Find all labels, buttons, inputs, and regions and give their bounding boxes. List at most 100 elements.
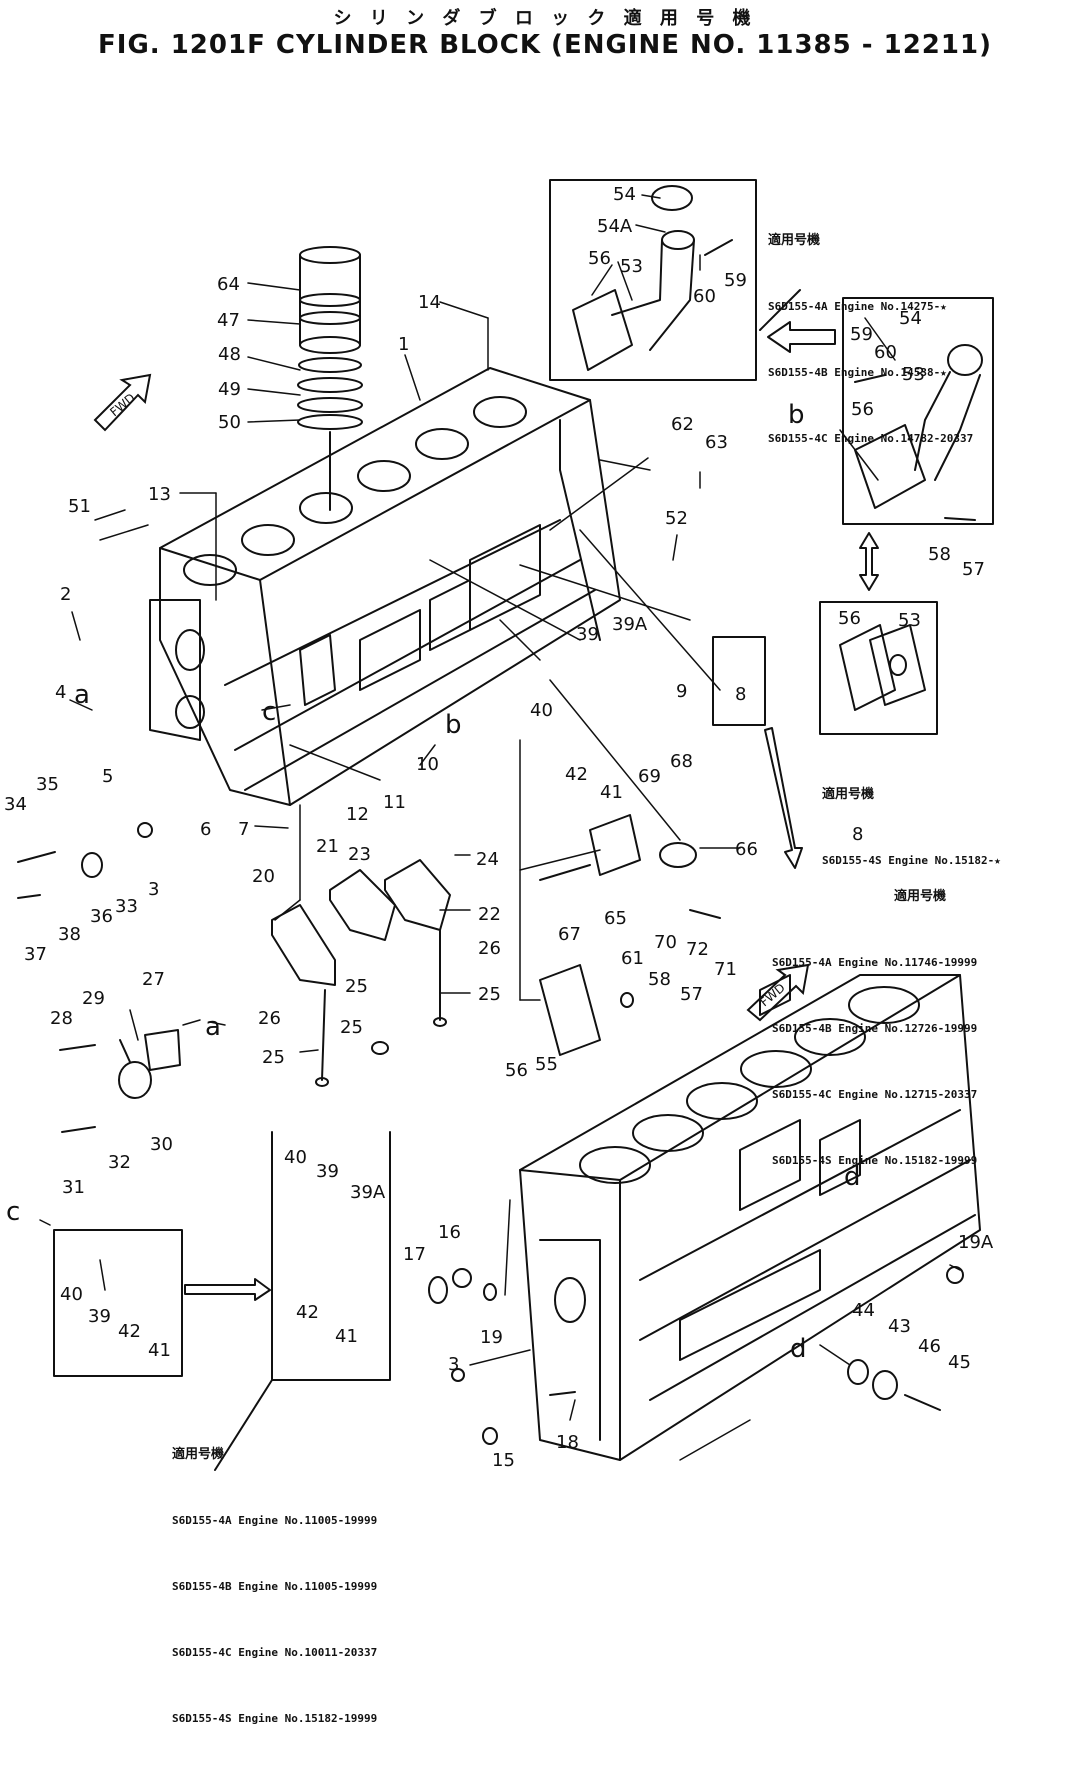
callout-label-44: 44 (852, 1300, 875, 1321)
note-heading: 適用号機 (822, 787, 875, 802)
inset-box-8 (712, 636, 766, 726)
front-cover-parts (17, 822, 181, 1133)
callout-label-21: 21 (316, 836, 339, 857)
callout-label-46: 46 (918, 1336, 941, 1357)
exploded-view-drawing: FWD FWD 12334567889101112131415161718191… (4, 179, 994, 1471)
callout-label-3b: 3 (448, 1354, 459, 1375)
callout-label-27: 27 (142, 969, 165, 990)
callout-label-5: 5 (102, 766, 113, 787)
main-bearing-caps (271, 859, 451, 1087)
callout-label-71: 71 (714, 959, 737, 980)
callout-label-67: 67 (558, 924, 581, 945)
callout-label-60b: 60 (874, 342, 897, 363)
callout-label-50: 50 (218, 412, 241, 433)
lower-bolts (428, 1266, 964, 1445)
callout-label-49: 49 (218, 379, 241, 400)
callout-label-56a: 56 (588, 248, 611, 269)
callout-label-26b: 26 (258, 1008, 281, 1029)
inset-box-top (549, 179, 757, 381)
callout-label-57a: 57 (962, 559, 985, 580)
fwd-label-upper: FWD (107, 391, 137, 420)
callout-label-6: 6 (200, 819, 211, 840)
leader-lines (39, 194, 961, 1461)
applicability-note-top: 適用号機 S6D155-4A Engine No.14275-★ S6D155-… (768, 186, 973, 494)
callout-label-58b: 58 (648, 969, 671, 990)
callout-label-48: 48 (218, 344, 241, 365)
callout-label-42b: 42 (296, 1302, 319, 1323)
callout-label-42: 42 (565, 764, 588, 785)
callout-label-51: 51 (68, 496, 91, 517)
callout-label-9: 9 (676, 681, 687, 702)
callout-label-43: 43 (888, 1316, 911, 1337)
callout-label-53a: 53 (620, 256, 643, 277)
note-line: S6D155-4C Engine No.12715-20337 (772, 1088, 978, 1101)
callout-label-40c: 40 (60, 1284, 83, 1305)
callout-label-25c: 25 (340, 1017, 363, 1038)
callout-label-65: 65 (604, 908, 627, 929)
callout-label-19: 19 (480, 1327, 503, 1348)
note-line: S6D155-4S Engine No.15182-19999 (772, 1154, 978, 1167)
callout-label-24: 24 (476, 849, 499, 870)
callout-label-47: 47 (217, 310, 240, 331)
inset-box-right (842, 297, 994, 525)
parts-diagram-page: シ リ ン ダ ブ ロ ッ ク 適 用 号 機 FIG. 1201F CYLIN… (4, 8, 1001, 1725)
inset-box-lower-right (819, 601, 938, 735)
view-reference-a: a (205, 1012, 221, 1042)
inset-box-c (53, 1229, 183, 1377)
oil-cooler-cover (539, 814, 721, 1056)
callout-label-41c: 41 (148, 1340, 171, 1361)
callout-label-56b: 56 (851, 399, 874, 420)
note-line: S6D155-4C Engine No.10011-20337 (172, 1646, 378, 1659)
callout-label-25d: 25 (345, 976, 368, 997)
callout-label-42c: 42 (118, 1321, 141, 1342)
note-line: S6D155-4S Engine No.15182-19999 (172, 1712, 378, 1725)
callout-label-53b: 53 (902, 364, 925, 385)
callout-label-13: 13 (148, 484, 171, 505)
callout-label-41b: 41 (335, 1326, 358, 1347)
note-heading: 適用号機 (894, 889, 947, 904)
callout-label-72: 72 (686, 939, 709, 960)
callout-label-60a: 60 (693, 286, 716, 307)
diagram-title: FIG. 1201F CYLINDER BLOCK (ENGINE NO. 11… (98, 30, 992, 60)
callout-label-1: 1 (398, 334, 409, 355)
callout-label-54A: 54A (597, 216, 633, 237)
water-outlet-right (854, 344, 983, 521)
gasket-cover-inset (839, 624, 926, 711)
callout-label-39Ab: 39A (350, 1182, 386, 1203)
callout-label-59b: 59 (850, 324, 873, 345)
callout-label-45: 45 (948, 1352, 971, 1373)
callout-label-33: 33 (115, 896, 138, 917)
diagram-title-japanese: シ リ ン ダ ブ ロ ッ ク 適 用 号 機 (333, 8, 757, 29)
view-reference-b: b (445, 710, 462, 740)
note-line: S6D155-4A Engine No.11005-19999 (172, 1514, 378, 1527)
applicability-note-right: 適用号機 S6D155-4A Engine No.11746-19999 S6D… (772, 842, 977, 1216)
callout-label-14: 14 (418, 292, 441, 313)
callout-label-56c: 56 (838, 608, 861, 629)
callout-label-61: 61 (621, 948, 644, 969)
callout-label-68: 68 (670, 751, 693, 772)
callout-label-16: 16 (438, 1222, 461, 1243)
callout-label-39A: 39A (612, 614, 648, 635)
inset-box-bracket (271, 1131, 391, 1381)
callout-label-35: 35 (36, 774, 59, 795)
water-outlet-top (572, 185, 733, 371)
callout-label-25a: 25 (478, 984, 501, 1005)
callout-label-39c: 39 (88, 1306, 111, 1327)
cylinder-block-lower (519, 974, 981, 1461)
callout-label-34: 34 (4, 794, 27, 815)
applicability-note-bottom: 適用号機 S6D155-4A Engine No.11005-19999 S6D… (172, 1400, 377, 1774)
note-line: S6D155-4B Engine No.14538-★ (768, 366, 947, 379)
callout-label-29: 29 (82, 988, 105, 1009)
note-line: S6D155-4S Engine No.15182-★ (822, 854, 1001, 867)
callout-label-54b: 54 (899, 308, 922, 329)
callout-label-7: 7 (238, 819, 249, 840)
callout-label-64: 64 (217, 274, 240, 295)
view-reference-a: a (74, 680, 90, 710)
note-line: S6D155-4B Engine No.11005-19999 (172, 1580, 378, 1593)
callout-label-70: 70 (654, 932, 677, 953)
callout-label-31: 31 (62, 1177, 85, 1198)
callout-label-37: 37 (24, 944, 47, 965)
callout-label-32: 32 (108, 1152, 131, 1173)
callout-label-40b: 40 (284, 1147, 307, 1168)
